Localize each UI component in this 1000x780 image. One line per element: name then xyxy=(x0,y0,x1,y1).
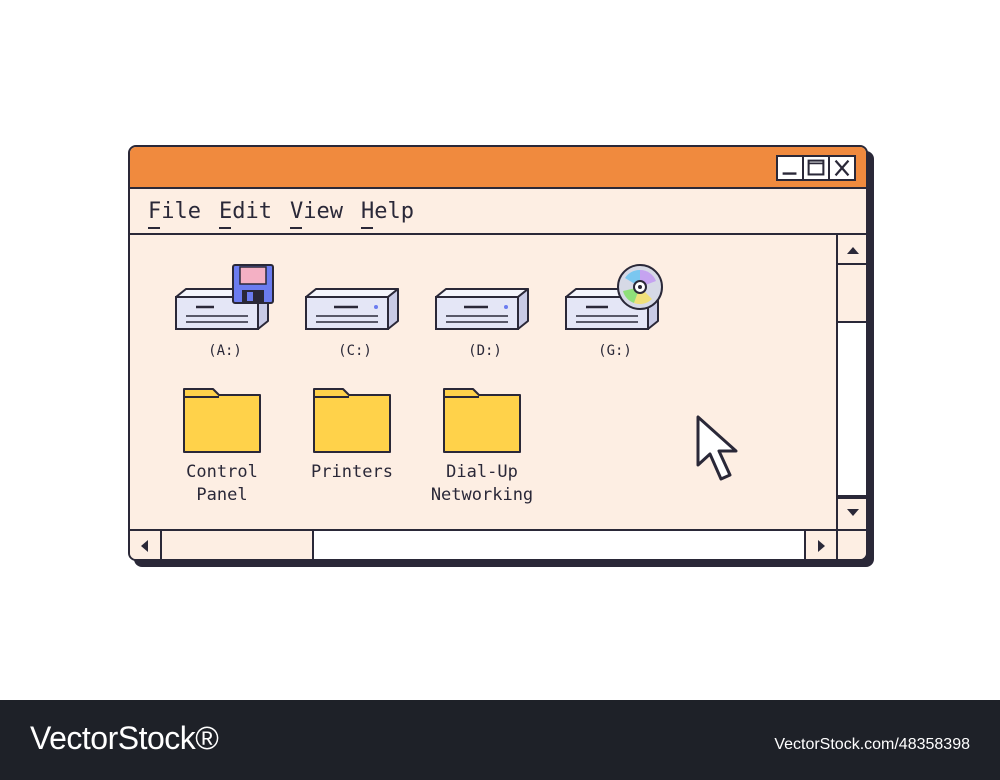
folder-icon xyxy=(313,388,391,453)
folder-icon xyxy=(183,388,261,453)
menu-help-underline xyxy=(360,226,373,229)
vertical-scrollbar[interactable] xyxy=(836,235,866,529)
close-button[interactable] xyxy=(830,157,854,179)
hard-drive-icon xyxy=(305,288,399,330)
vertical-scroll-thumb[interactable] xyxy=(838,321,866,497)
cursor-icon xyxy=(696,415,738,481)
drive-g[interactable]: (G:) xyxy=(560,263,670,359)
floppy-drive-icon xyxy=(175,264,274,330)
menu-help[interactable]: Help xyxy=(360,199,414,229)
scroll-left-button[interactable] xyxy=(130,531,160,559)
menu-view[interactable]: View xyxy=(289,199,343,229)
horizontal-scrollbar[interactable] xyxy=(130,529,836,559)
arrow-up-icon xyxy=(847,247,859,254)
menu-file[interactable]: File xyxy=(148,199,201,229)
horizontal-scroll-thumb[interactable] xyxy=(312,531,806,559)
drive-d[interactable]: (D:) xyxy=(430,263,540,359)
content-area: (A:) (C:) xyxy=(130,235,836,529)
folder-icon xyxy=(443,388,521,453)
folder-control-panel[interactable]: Control Panel xyxy=(162,385,282,507)
menu-bar: File Edit View Help xyxy=(130,189,866,235)
folder-dial-up-networking[interactable]: Dial-Up Networking xyxy=(412,385,552,507)
scroll-down-button[interactable] xyxy=(838,499,866,529)
scroll-up-button[interactable] xyxy=(838,235,866,265)
cd-drive-icon xyxy=(565,264,663,330)
folder-label: Printers xyxy=(311,462,393,482)
scrollbar-corner xyxy=(836,529,866,559)
minimize-icon xyxy=(782,172,797,175)
menu-file-underline xyxy=(148,226,160,229)
drive-c-label: (C:) xyxy=(338,343,372,359)
close-icon xyxy=(834,159,850,177)
watermark-bar: VectorStock® VectorStock.com/48358398 xyxy=(0,700,1000,780)
folder-printers[interactable]: Printers xyxy=(292,385,412,484)
watermark-id: VectorStock.com/48358398 xyxy=(774,736,970,753)
menu-edit-underline xyxy=(218,226,231,229)
arrow-down-icon xyxy=(847,509,859,516)
title-bar[interactable] xyxy=(130,147,866,189)
drive-a-label: (A:) xyxy=(208,343,242,359)
menu-view-underline xyxy=(289,226,302,229)
maximize-icon xyxy=(807,159,825,176)
scroll-divider xyxy=(838,497,866,499)
hard-drive-icon xyxy=(435,288,529,330)
drive-a[interactable]: (A:) xyxy=(170,263,280,359)
drive-g-label: (G:) xyxy=(598,343,632,359)
maximize-button[interactable] xyxy=(804,157,830,179)
scroll-right-button[interactable] xyxy=(806,531,836,559)
arrow-right-icon xyxy=(818,540,825,552)
watermark-brand: VectorStock® xyxy=(30,720,219,756)
folder-label: Dial-Up Networking xyxy=(430,462,534,505)
arrow-left-icon xyxy=(141,540,148,552)
drive-c[interactable]: (C:) xyxy=(300,263,410,359)
minimize-button[interactable] xyxy=(778,157,804,179)
menu-edit[interactable]: Edit xyxy=(218,199,272,229)
window-controls xyxy=(776,155,856,181)
explorer-window: File Edit View Help (A:) xyxy=(128,145,868,561)
folder-label: Control Panel xyxy=(186,462,258,505)
drive-d-label: (D:) xyxy=(468,343,502,359)
scroll-divider xyxy=(160,531,162,559)
scroll-divider xyxy=(838,263,866,265)
